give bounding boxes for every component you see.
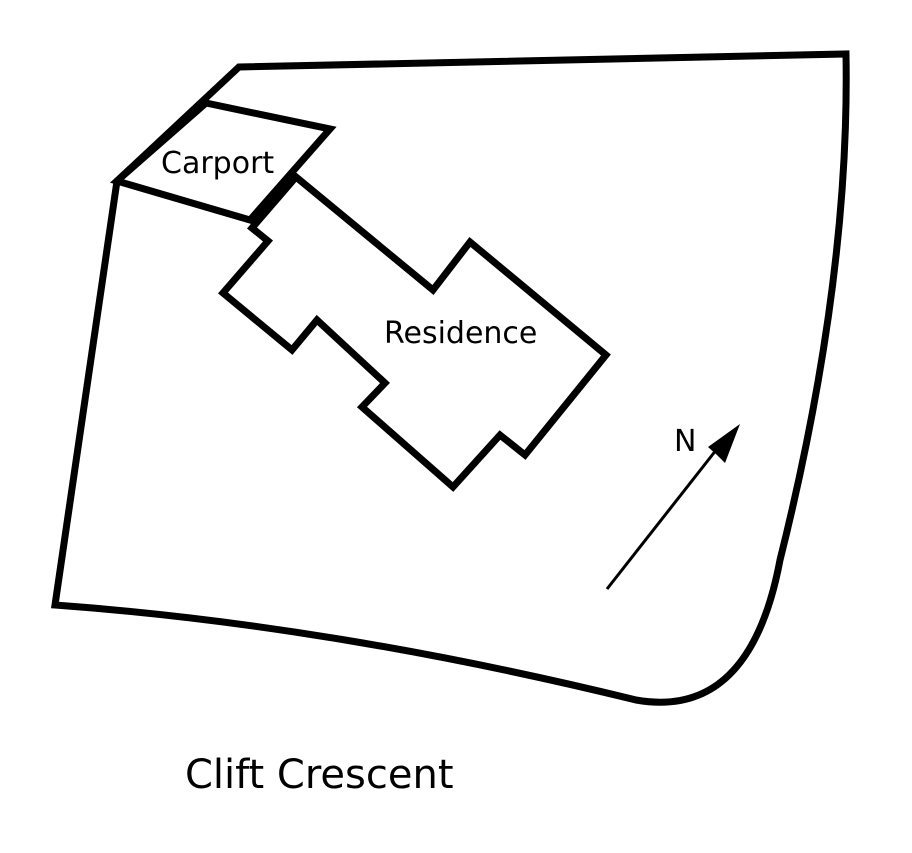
residence-outline bbox=[218, 172, 611, 492]
north-label: N bbox=[674, 424, 696, 459]
carport-outline bbox=[109, 99, 337, 224]
north-arrow-shaft bbox=[605, 439, 726, 590]
north-arrow-head bbox=[708, 424, 740, 463]
carport-label: Carport bbox=[161, 146, 274, 181]
property-boundary bbox=[50, 50, 850, 706]
residence-label: Residence bbox=[384, 316, 537, 351]
street-name-label: Clift Crescent bbox=[185, 752, 454, 798]
